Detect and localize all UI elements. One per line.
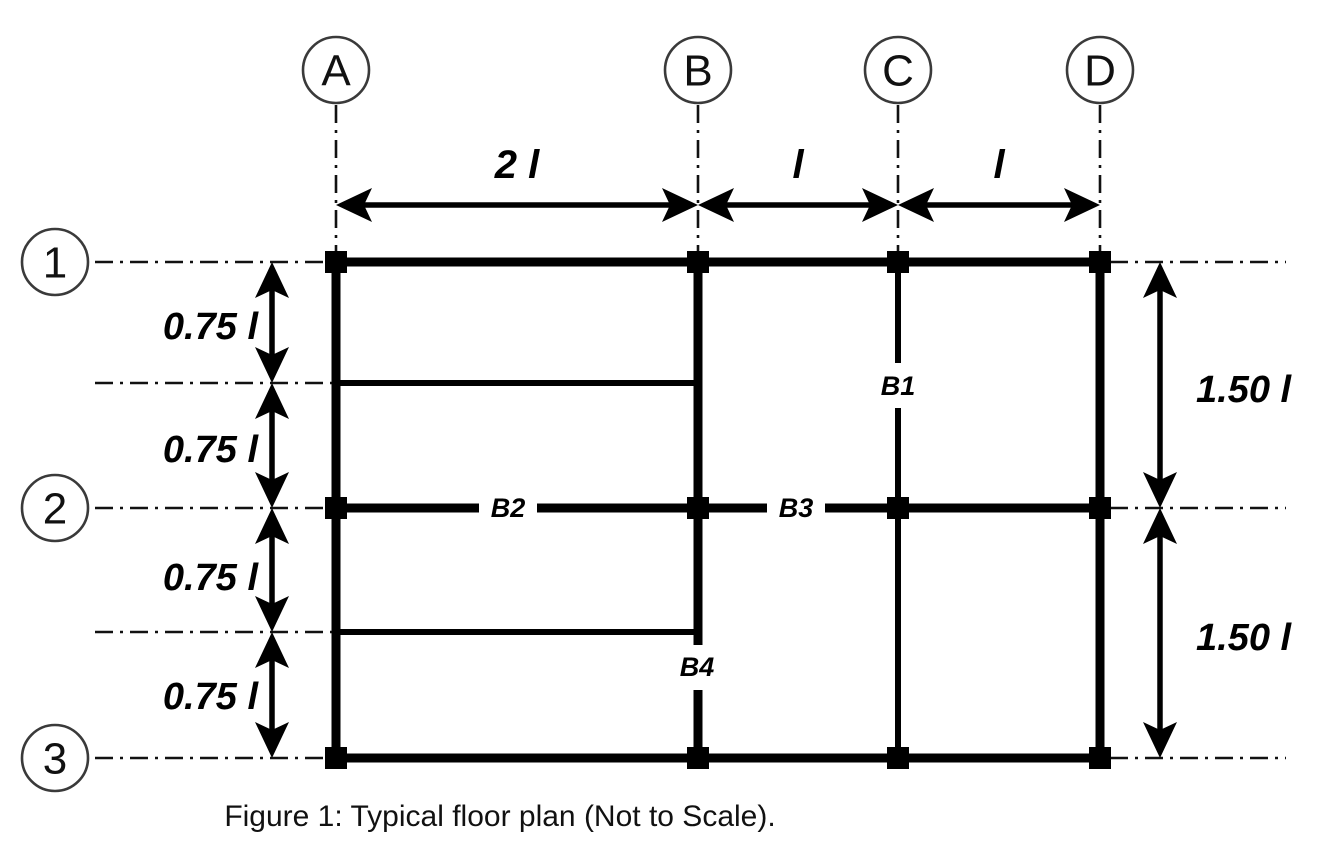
dimension-l-cd-arrow-left xyxy=(898,188,934,222)
beam-tag-B1: B1 xyxy=(870,365,926,407)
dimension-l-cd-label: l xyxy=(993,143,1005,187)
left-dimension-3-arrow-bottom xyxy=(255,596,289,632)
grid-bubble-label-C: C xyxy=(882,47,914,96)
grid-bubble-B[interactable]: B xyxy=(663,35,733,105)
dimension-l-bc-arrow-right xyxy=(862,188,898,222)
right-dimension-1-label: 1.50 l xyxy=(1196,369,1293,411)
left-dimension-3-label: 0.75 l xyxy=(163,557,260,599)
column-node-C3 xyxy=(887,747,909,769)
grid-bubble-circle-D xyxy=(1065,35,1135,105)
right-dimension-2: 1.50 l xyxy=(1143,508,1293,758)
left-dimension-1-arrow-bottom xyxy=(255,347,289,383)
right-dimension-string: 1.50 l 1.50 l xyxy=(1143,262,1293,758)
column-node-B3 xyxy=(687,747,709,769)
row-grid-bubbles: 1 2 3 xyxy=(20,227,90,793)
left-dimension-2: 0.75 l xyxy=(163,383,289,508)
grid-bubble-label-1: 1 xyxy=(43,239,67,288)
left-dimension-2-arrow-top xyxy=(255,383,289,419)
left-dimension-4-arrow-top xyxy=(255,632,289,668)
grid-bubble-C[interactable]: C xyxy=(863,35,933,105)
left-dimension-1-label: 0.75 l xyxy=(163,306,260,348)
dimension-l-cd: l xyxy=(898,143,1100,222)
beam-tag-B2: B2 xyxy=(479,491,537,525)
column-grid-bubbles: A B C D xyxy=(301,35,1135,105)
column-node-B2 xyxy=(687,497,709,519)
dimension-l-bc-arrow-left xyxy=(698,188,734,222)
dimension-2l: 2 l xyxy=(336,143,698,222)
beam-tag-B4: B4 xyxy=(669,646,725,688)
grid-bubble-label-D: D xyxy=(1084,47,1116,96)
left-dimension-1-arrow-top xyxy=(255,262,289,298)
column-node-A3 xyxy=(325,747,347,769)
figure-caption: Figure 1: Typical floor plan (Not to Sca… xyxy=(224,800,775,833)
dimension-2l-arrow-left xyxy=(336,188,372,222)
left-dimension-string: 0.75 l 0.75 l 0.75 l 0.75 l xyxy=(163,262,289,758)
column-node-C1 xyxy=(887,251,909,273)
column-nodes xyxy=(325,251,1111,769)
left-dimension-2-label: 0.75 l xyxy=(163,429,260,471)
grid-bubble-label-A: A xyxy=(321,47,351,96)
dimension-l-bc: l xyxy=(698,143,898,222)
column-node-D3 xyxy=(1089,747,1111,769)
left-dimension-3: 0.75 l xyxy=(163,508,289,632)
column-node-A2 xyxy=(325,497,347,519)
beam-tag-B3-label: B3 xyxy=(779,493,814,523)
secondary-beams xyxy=(336,262,901,758)
beam-tag-B2-backing xyxy=(479,491,537,525)
left-dimension-3-arrow-top xyxy=(255,508,289,544)
beam-tag-B3-backing xyxy=(767,491,825,525)
beam-tag-B1-label: B1 xyxy=(881,371,916,401)
grid-bubble-circle-2 xyxy=(20,473,90,543)
beam-tag-B2-label: B2 xyxy=(491,493,526,523)
grid-bubble-circle-A xyxy=(301,35,371,105)
grid-bubble-circle-1 xyxy=(20,227,90,297)
right-dimension-1-arrow-bottom xyxy=(1143,472,1177,508)
right-dimension-1-arrow-top xyxy=(1143,262,1177,298)
grid-bubble-D[interactable]: D xyxy=(1065,35,1135,105)
dimension-l-cd-arrow-right xyxy=(1064,188,1100,222)
dimension-2l-label: 2 l xyxy=(494,143,540,187)
column-centerlines xyxy=(334,105,1102,262)
dimension-2l-arrow-right xyxy=(662,188,698,222)
dimension-l-bc-label: l xyxy=(792,143,804,187)
column-node-B1 xyxy=(687,251,709,273)
grid-bubble-3[interactable]: 3 xyxy=(20,723,90,793)
grid-bubble-circle-B xyxy=(663,35,733,105)
beam-tag-B1-backing xyxy=(870,365,926,407)
column-node-D2 xyxy=(1089,497,1111,519)
grid-bubble-A[interactable]: A xyxy=(301,35,371,105)
column-node-D1 xyxy=(1089,251,1111,273)
beam-tags: B1 B2 B3 B4 xyxy=(479,365,926,688)
beam-tag-B4-backing xyxy=(669,646,725,688)
grid-bubble-1[interactable]: 1 xyxy=(20,227,90,297)
grid-bubble-label-3: 3 xyxy=(43,735,67,784)
right-dimension-1: 1.50 l xyxy=(1143,262,1293,508)
column-node-C2 xyxy=(887,497,909,519)
column-node-A1 xyxy=(325,251,347,273)
beam-tag-B3: B3 xyxy=(767,491,825,525)
right-dimension-2-arrow-top xyxy=(1143,508,1177,544)
grid-bubble-label-2: 2 xyxy=(43,485,67,534)
beam-tag-B4-label: B4 xyxy=(680,652,715,682)
grid-bubble-2[interactable]: 2 xyxy=(20,473,90,543)
left-dimension-4-arrow-bottom xyxy=(255,722,289,758)
left-dimension-4: 0.75 l xyxy=(163,632,289,758)
horizontal-dimension-string: 2 l l l xyxy=(336,143,1100,222)
right-dimension-2-label: 1.50 l xyxy=(1196,617,1293,659)
left-dimension-2-arrow-bottom xyxy=(255,472,289,508)
grid-bubble-label-B: B xyxy=(683,47,712,96)
right-dimension-2-arrow-bottom xyxy=(1143,722,1177,758)
grid-bubble-circle-3 xyxy=(20,723,90,793)
grid-bubble-circle-C xyxy=(863,35,933,105)
left-dimension-4-label: 0.75 l xyxy=(163,676,260,718)
left-dimension-1: 0.75 l xyxy=(163,262,289,383)
